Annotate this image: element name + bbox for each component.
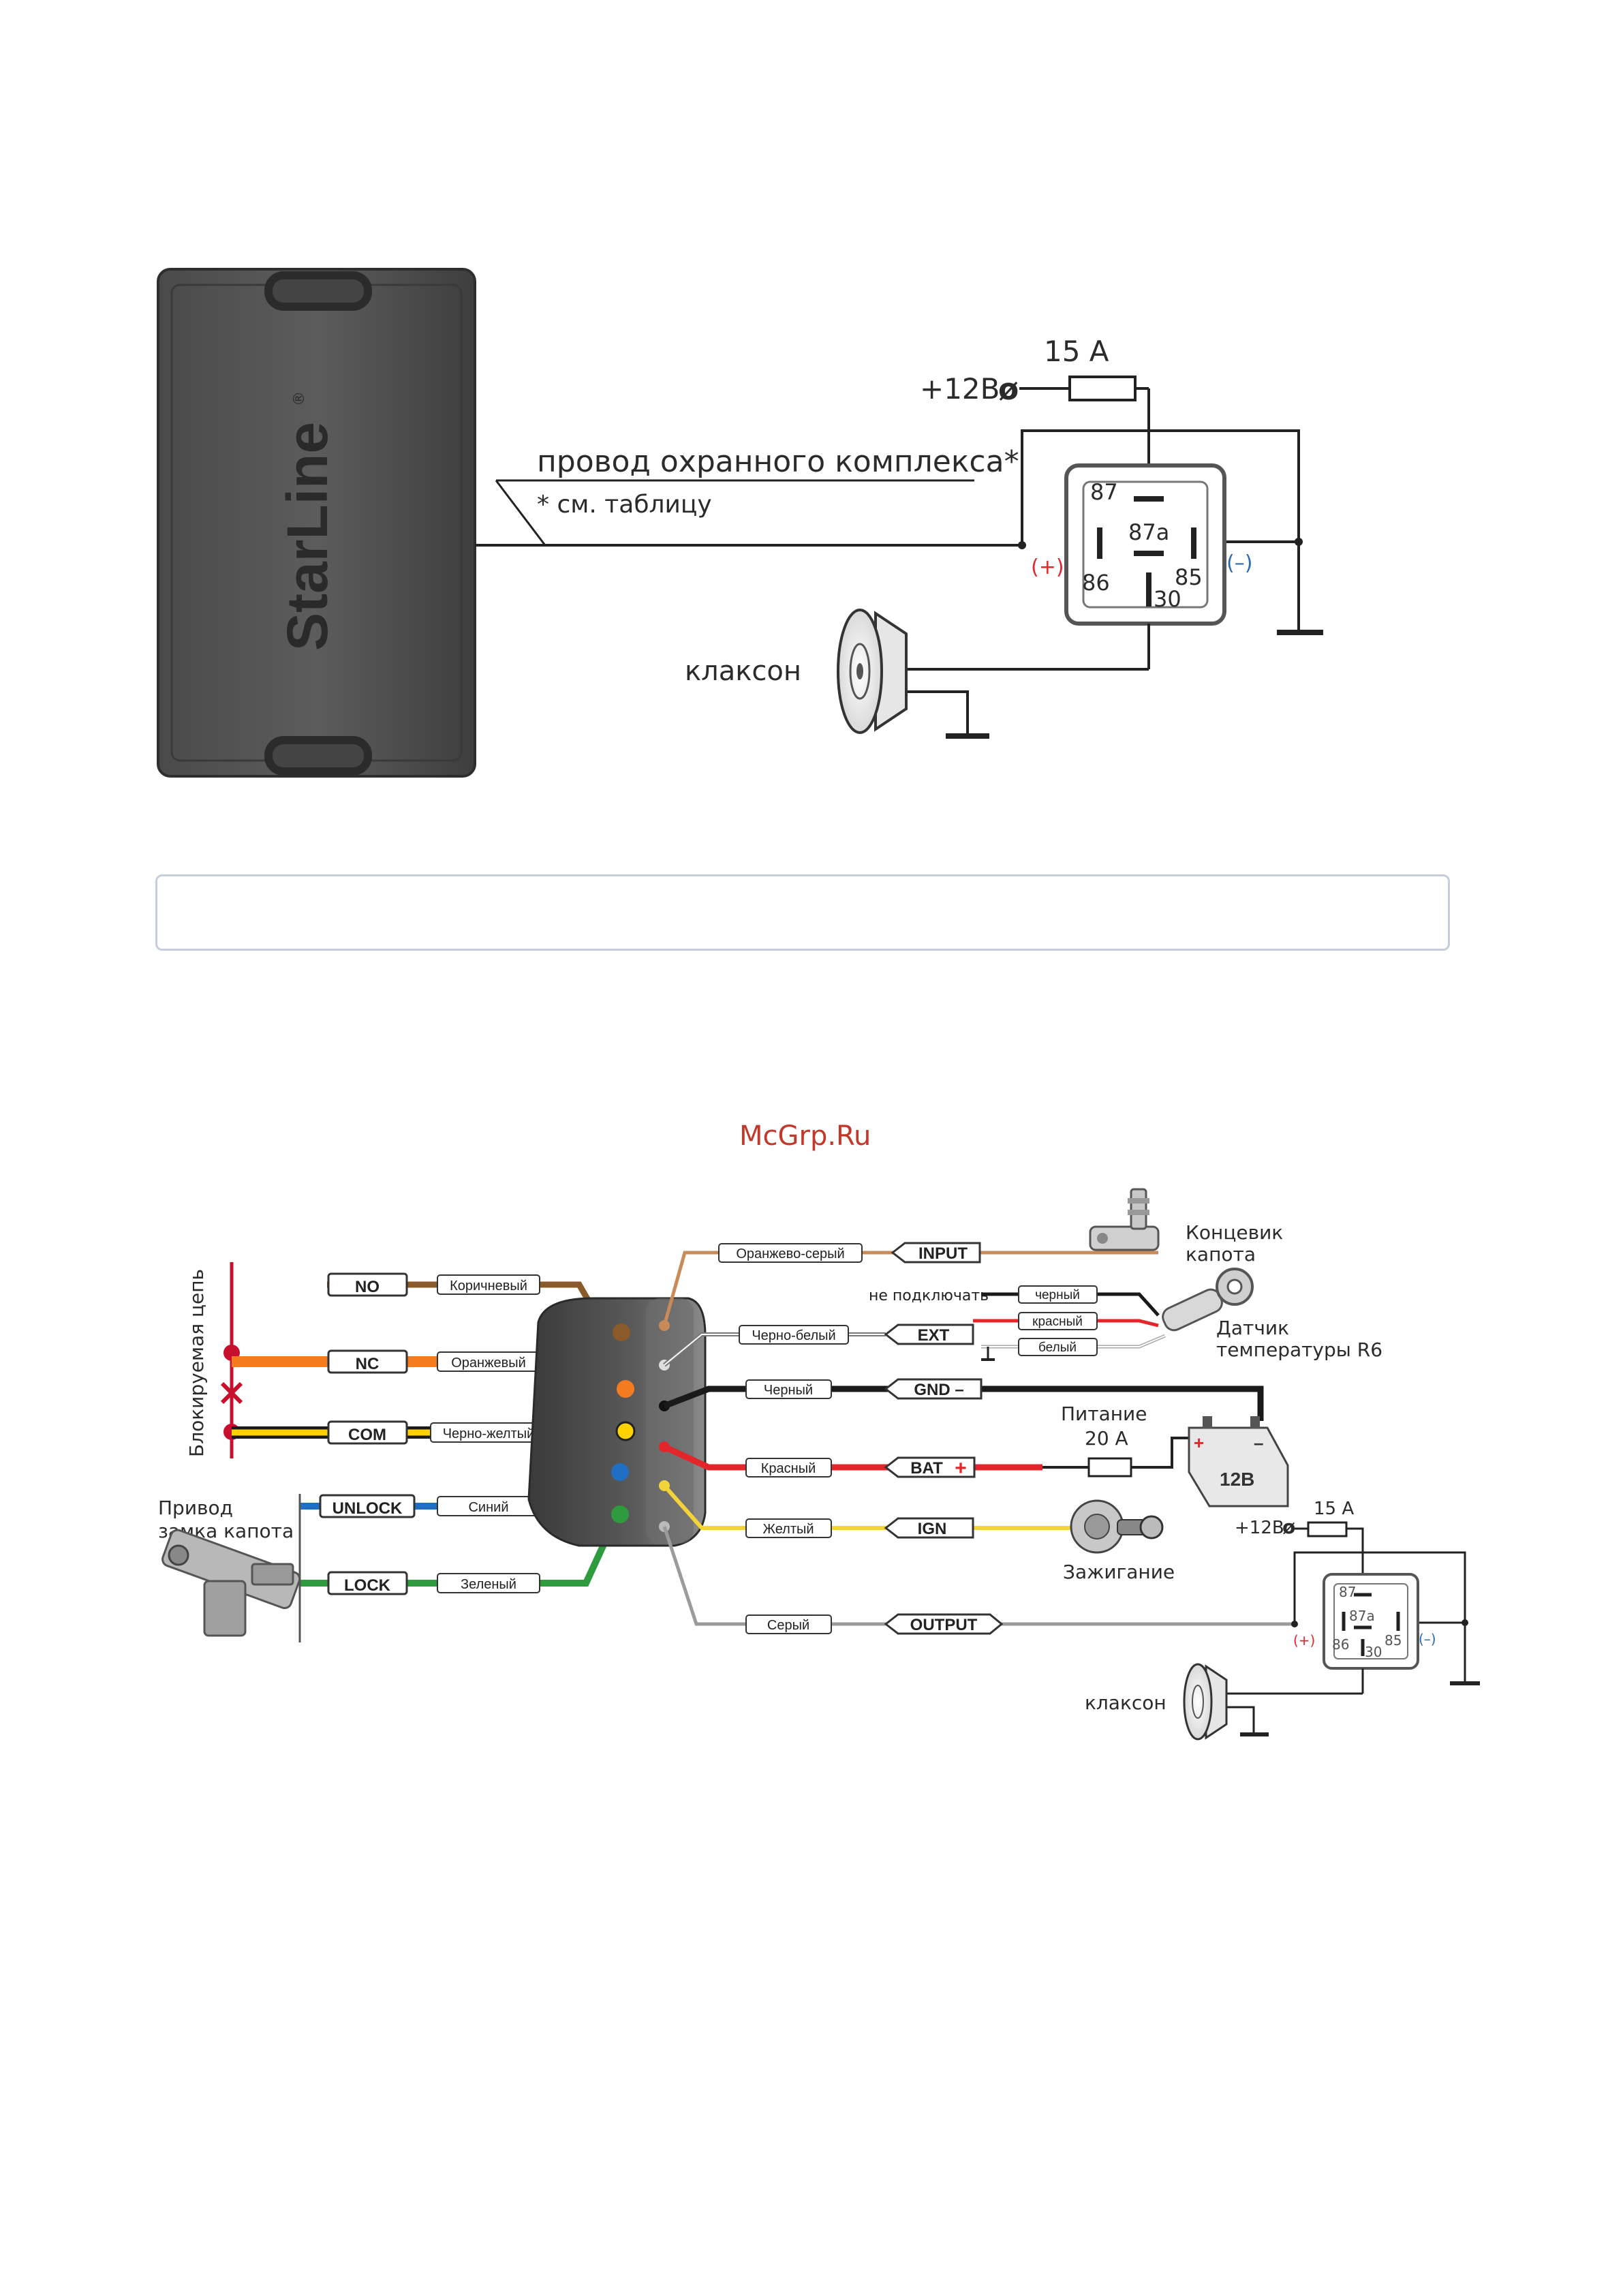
power-label: +12В xyxy=(920,372,1000,405)
hood-lock-label-1: Привод xyxy=(158,1497,233,1519)
relay2-pin-85: 85 xyxy=(1385,1632,1402,1649)
connector xyxy=(527,1297,707,1547)
wire-output: Серый OUTPUT xyxy=(662,1526,1295,1635)
relay2-pin-30: 30 xyxy=(1365,1644,1382,1660)
relay2-pin-87: 87 xyxy=(1339,1584,1356,1600)
wire-com-color-label: Черно-желтый xyxy=(443,1426,535,1441)
relay-pin-30: 30 xyxy=(1154,586,1181,612)
sensor-wire-red-label: красный xyxy=(1032,1315,1083,1329)
pin-no-label: NO xyxy=(355,1278,380,1296)
watermark: McGrp.Ru xyxy=(739,1120,871,1152)
relay-pin-87: 87 xyxy=(1090,479,1118,505)
pin-gnd-label: GND – xyxy=(914,1381,963,1399)
wire-input: Оранжево-серый INPUT xyxy=(662,1242,1158,1326)
ignition-label: Зажигание xyxy=(1063,1561,1175,1583)
horn-2-icon xyxy=(1183,1663,1228,1741)
wire-gnd: Черный GND – xyxy=(663,1378,1264,1421)
temp-sensor-label-1: Датчик xyxy=(1216,1317,1289,1339)
relay-2: 87 87a 86 85 30 xyxy=(1323,1573,1419,1670)
brand-registered-mark: ® xyxy=(291,391,308,406)
relay-1: 87 87a 86 85 30 xyxy=(1064,463,1226,626)
limit-switch-label-1: Концевик xyxy=(1186,1221,1283,1244)
wire-output-color-label: Серый xyxy=(767,1618,809,1633)
relay-minus-sign: (–) xyxy=(1226,551,1252,575)
relay2-plus-sign: (+) xyxy=(1293,1632,1315,1649)
wire-gnd-color-label: Черный xyxy=(764,1383,813,1398)
note-box xyxy=(155,874,1450,951)
power-fuse xyxy=(1087,1457,1132,1478)
pin-nc-label: NC xyxy=(356,1355,380,1373)
pin-ext-label: EXT xyxy=(918,1326,950,1345)
battery-icon: + – 12В xyxy=(1188,1416,1289,1507)
wire-lock-color-label: Зеленый xyxy=(461,1577,516,1592)
wire-ign-color-label: Желтый xyxy=(762,1522,814,1537)
relay2-fuse-rating: 15 A xyxy=(1314,1499,1354,1519)
horn-2-label: клаксон xyxy=(1085,1692,1166,1714)
temperature-sensor-icon xyxy=(1162,1268,1254,1332)
pin-bat-label: BAT xyxy=(910,1459,943,1478)
wire-ext-color-label: Черно-белый xyxy=(752,1328,835,1343)
diagram-1: StarLine ® провод охранного комплекса* *… xyxy=(157,268,1323,778)
see-table-note: * см. таблицу xyxy=(537,491,712,519)
power-label-1: Питание xyxy=(1061,1403,1147,1425)
fuse xyxy=(1068,376,1137,401)
wire-no-color-label: Коричневый xyxy=(450,1279,527,1294)
wire-unlock-color-label: Синий xyxy=(468,1500,508,1515)
fuse-rating: 15 A xyxy=(1044,335,1109,368)
wire-ign: Желтый IGN xyxy=(662,1484,1083,1539)
power-terminal-symbol: ø xyxy=(998,372,1019,407)
relay2-minus-sign: (–) xyxy=(1419,1631,1436,1647)
brand-logo: StarLine xyxy=(275,422,339,651)
wire-ext: Черно-белый EXT xyxy=(663,1323,974,1367)
power-label-2: 20 A xyxy=(1085,1427,1128,1450)
relay2-power-label: +12В xyxy=(1235,1518,1284,1538)
pin-input-label: INPUT xyxy=(918,1244,968,1263)
wire-input-color-label: Оранжево-серый xyxy=(736,1246,844,1261)
pin-com-label: COM xyxy=(348,1426,386,1444)
pin-bat-plus-sign: + xyxy=(955,1457,967,1480)
wire-bat: Красный BAT + xyxy=(663,1443,1042,1480)
hood-lock-actuator-icon xyxy=(161,1529,301,1637)
temp-sensor-label-2: температуры R6 xyxy=(1216,1338,1382,1361)
sensor-wire-black-label: черный xyxy=(1035,1288,1080,1302)
sensor-wire-white-label: белый xyxy=(1038,1341,1077,1355)
battery-minus: – xyxy=(1254,1433,1263,1453)
relay2-pin-86: 86 xyxy=(1332,1636,1349,1653)
wire-bat-color-label: Красный xyxy=(761,1461,816,1476)
blocked-circuit-label: Блокируемая цепь xyxy=(185,1269,208,1457)
relay2-pin-87a: 87a xyxy=(1349,1608,1375,1624)
ignition-switch-icon xyxy=(1070,1499,1164,1554)
relay2-power-terminal-symbol: ø xyxy=(1282,1516,1295,1538)
security-wire-label: провод охранного комплекса* xyxy=(537,444,1019,479)
limit-switch-label-2: капота xyxy=(1186,1243,1256,1266)
battery-plus: + xyxy=(1194,1433,1204,1453)
relay-pin-85: 85 xyxy=(1175,564,1203,590)
starline-unit: StarLine ® xyxy=(157,268,476,778)
limit-switch-icon xyxy=(1089,1188,1160,1251)
relay2-fuse xyxy=(1307,1521,1348,1537)
relay-pin-87a: 87a xyxy=(1128,519,1169,545)
relay-plus-sign: (+) xyxy=(1031,555,1064,579)
pin-output-label: OUTPUT xyxy=(910,1616,978,1634)
pin-ign-label: IGN xyxy=(918,1520,947,1538)
diagram-2: Блокируемая цепь NO Коричневый NC Оранже… xyxy=(158,1188,1480,1741)
wire-nc-color-label: Оранжевый xyxy=(451,1356,526,1371)
pin-lock-label: LOCK xyxy=(344,1576,391,1595)
not-connect-label: не подключать xyxy=(869,1287,989,1304)
relay-pin-86: 86 xyxy=(1082,570,1110,596)
horn-1-icon xyxy=(837,609,908,734)
pin-unlock-label: UNLOCK xyxy=(333,1499,403,1518)
battery-voltage: 12В xyxy=(1220,1469,1254,1490)
horn-label: клаксон xyxy=(685,656,801,687)
